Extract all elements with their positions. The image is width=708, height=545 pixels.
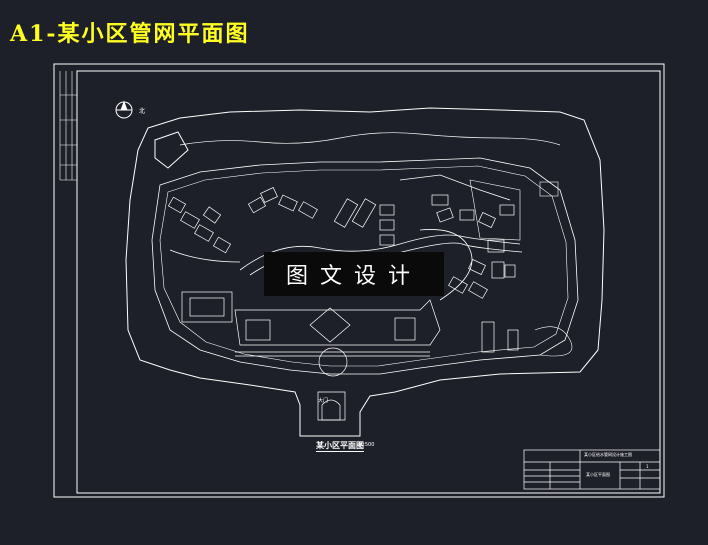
landscape-plots <box>469 179 573 357</box>
binding-strip <box>59 71 77 181</box>
north-label: 北 <box>139 108 146 115</box>
central-plaza <box>234 299 441 377</box>
outer-frame <box>53 63 665 498</box>
title-block <box>523 449 661 490</box>
entrance-gate <box>317 391 346 421</box>
plan-scale: 1:500 <box>360 442 375 448</box>
title-block-project: 某小区给水管网设计施工图 <box>584 452 632 457</box>
gate-label: 大门 <box>318 398 329 404</box>
site-boundary <box>125 107 605 437</box>
north-arrow-icon <box>115 100 133 119</box>
parking-lot <box>154 131 189 169</box>
title-block-sheet-name: 某小区平面图 <box>586 472 610 477</box>
inner-frame <box>76 70 661 494</box>
buildings <box>167 187 519 353</box>
watermark: 图文设计 <box>264 252 444 296</box>
page-title: A1-某小区管网平面图 <box>10 21 250 47</box>
ring-road <box>151 157 579 375</box>
title-block-sheet-no: 1 <box>646 464 649 469</box>
plan-title: 某小区平面图 <box>316 441 364 452</box>
